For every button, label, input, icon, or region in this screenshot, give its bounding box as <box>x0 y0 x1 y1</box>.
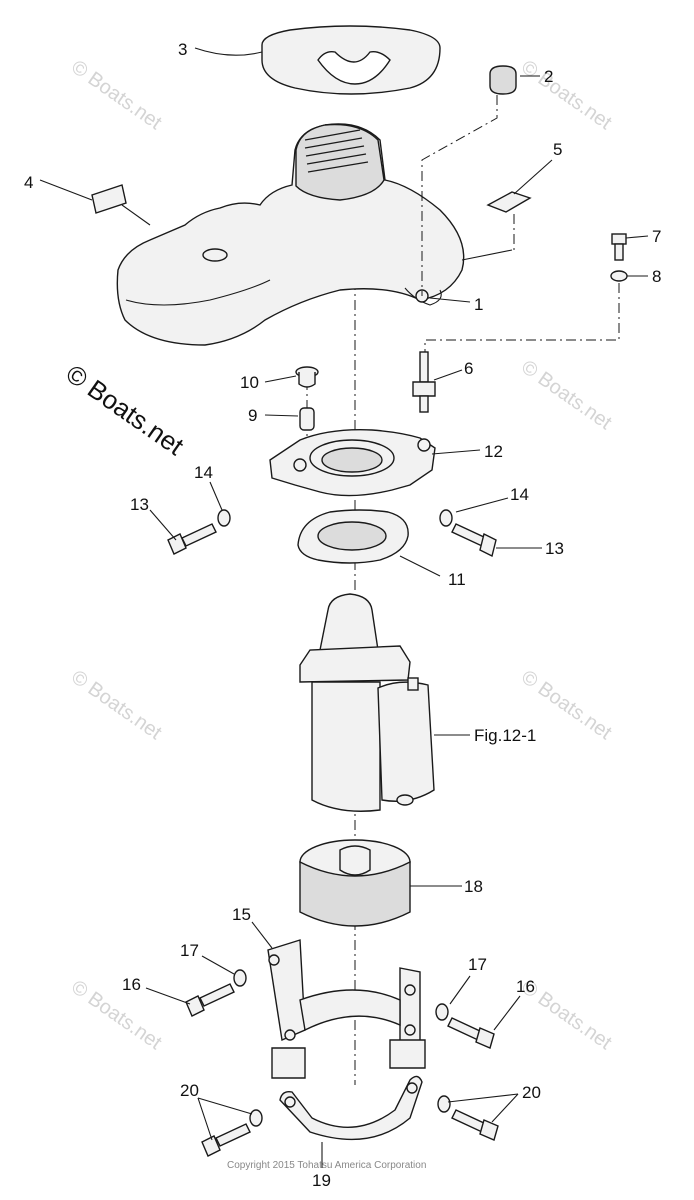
part-10-collar <box>295 366 319 388</box>
callout-9: 9 <box>248 406 257 425</box>
leader-lines <box>39 47 649 1168</box>
part-12-bracket <box>269 429 436 497</box>
part-20-washer-left <box>249 1109 263 1127</box>
watermark: © Boats.net <box>67 666 166 744</box>
callout-6: 6 <box>464 359 473 378</box>
callout-18: 18 <box>464 877 483 896</box>
callout-labels: 3 2 4 5 7 8 1 6 10 9 12 14 13 14 13 11 F… <box>24 40 661 1190</box>
callout-17-right: 17 <box>468 955 487 974</box>
part-3-seal <box>261 25 441 95</box>
sheet-right <box>389 1039 426 1069</box>
callout-1: 1 <box>474 295 483 314</box>
part-20-washer-right <box>437 1095 451 1113</box>
callout-8: 8 <box>652 267 661 286</box>
part-14-washer-right <box>439 509 453 527</box>
part-17-washer-right <box>435 1003 449 1021</box>
part-15-band-bracket <box>267 939 421 1046</box>
callout-16-right: 16 <box>516 977 535 996</box>
callout-2: 2 <box>544 67 553 86</box>
watermark: © Boats.net <box>67 56 166 134</box>
callout-13-left: 13 <box>130 495 149 514</box>
part-11-gasket <box>297 509 409 564</box>
callout-5: 5 <box>553 140 562 159</box>
starter-motor-assembly <box>299 593 435 812</box>
callout-20-left: 20 <box>180 1081 199 1100</box>
callout-4: 4 <box>24 173 33 192</box>
assembly-line <box>424 283 620 355</box>
part-17-washer-left <box>233 969 247 987</box>
callout-12: 12 <box>484 442 503 461</box>
part-9-dowel-pin <box>299 407 315 431</box>
part-16-bolt-right <box>447 1017 495 1049</box>
part-16-bolt-left <box>185 983 235 1017</box>
callout-7: 7 <box>652 227 661 246</box>
part-8-washer <box>610 270 628 282</box>
part-13-bolt-right <box>451 523 497 558</box>
watermark: © Boats.net <box>517 56 616 134</box>
part-20-bolt-right <box>451 1109 499 1141</box>
part-1-top-cover <box>116 123 465 346</box>
part-7-bolt <box>611 233 627 261</box>
figure-reference: Fig.12-1 <box>474 726 536 745</box>
callout-3: 3 <box>178 40 187 59</box>
callout-13-right: 13 <box>545 539 564 558</box>
part-6-stud <box>412 351 436 413</box>
callout-10: 10 <box>240 373 259 392</box>
copyright-notice: Copyright 2015 Tohatsu America Corporati… <box>227 1160 426 1171</box>
part-20-bolt-left <box>201 1123 251 1157</box>
callout-11: 11 <box>448 570 466 589</box>
part-18-cushion <box>299 839 411 927</box>
part-5-label <box>486 191 532 213</box>
callout-14-left: 14 <box>194 463 213 482</box>
assembly-line <box>421 95 498 296</box>
watermark: © Boats.net <box>67 976 166 1054</box>
watermark-main: © Boats.net <box>61 358 190 461</box>
callout-14-right: 14 <box>510 485 529 504</box>
part-13-bolt-left <box>167 523 217 555</box>
callout-17-left: 17 <box>180 941 199 960</box>
part-19-strap <box>279 1075 423 1141</box>
callout-20-right: 20 <box>522 1083 541 1102</box>
part-2-grommet <box>489 65 517 95</box>
callout-16-left: 16 <box>122 975 141 994</box>
part-4-label <box>91 184 127 214</box>
callout-19: 19 <box>312 1171 331 1190</box>
sheet-left <box>271 1047 306 1079</box>
part-14-washer-left <box>217 509 231 527</box>
callout-15: 15 <box>232 905 251 924</box>
watermark: © Boats.net <box>517 356 616 434</box>
